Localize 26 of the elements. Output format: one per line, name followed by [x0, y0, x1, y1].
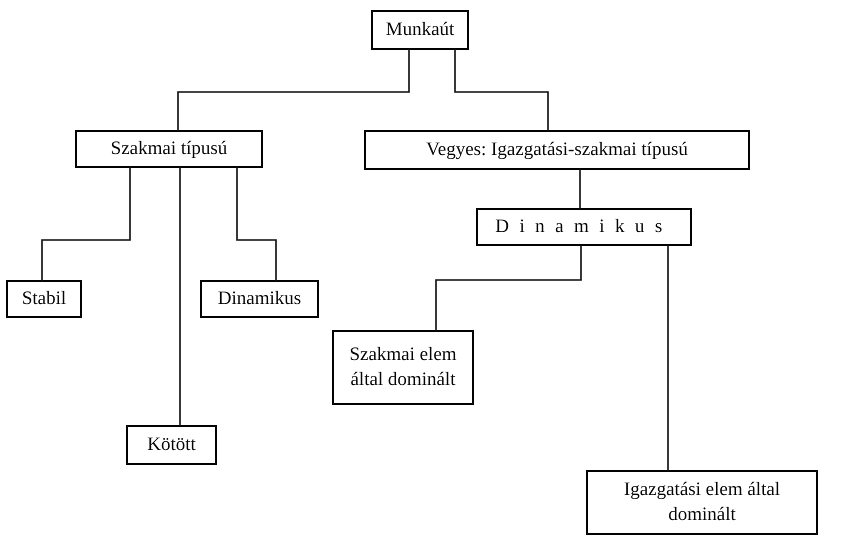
box-label: Munkaút	[386, 18, 454, 42]
box-label: Szakmai elem által dominált	[348, 342, 458, 392]
connector-line	[179, 168, 181, 425]
connector-line	[454, 50, 549, 130]
label-box	[332, 330, 474, 405]
connector-line	[579, 170, 581, 208]
connector-line	[41, 168, 131, 280]
label-box	[586, 470, 818, 535]
box-label: Dinamikus	[218, 286, 302, 311]
box-label: Stabil	[22, 286, 66, 311]
box-label: Vegyes: Igazgatási-szakmai típusú	[426, 138, 688, 162]
label-box	[476, 208, 692, 246]
box-label: Dinamikus	[495, 214, 673, 239]
connector-line	[435, 246, 582, 330]
box-label: Igazgatási elem által dominált	[622, 478, 782, 526]
label-box	[200, 280, 319, 318]
connector-line	[177, 50, 410, 130]
label-box	[126, 425, 217, 465]
label-box	[6, 280, 82, 318]
connector-line	[236, 168, 277, 280]
label-box	[364, 130, 750, 170]
box-label: Szakmai típusú	[110, 136, 228, 161]
connector-line	[667, 246, 669, 470]
label-box	[75, 130, 263, 168]
box-label: Kötött	[147, 432, 196, 457]
label-box	[371, 10, 469, 50]
